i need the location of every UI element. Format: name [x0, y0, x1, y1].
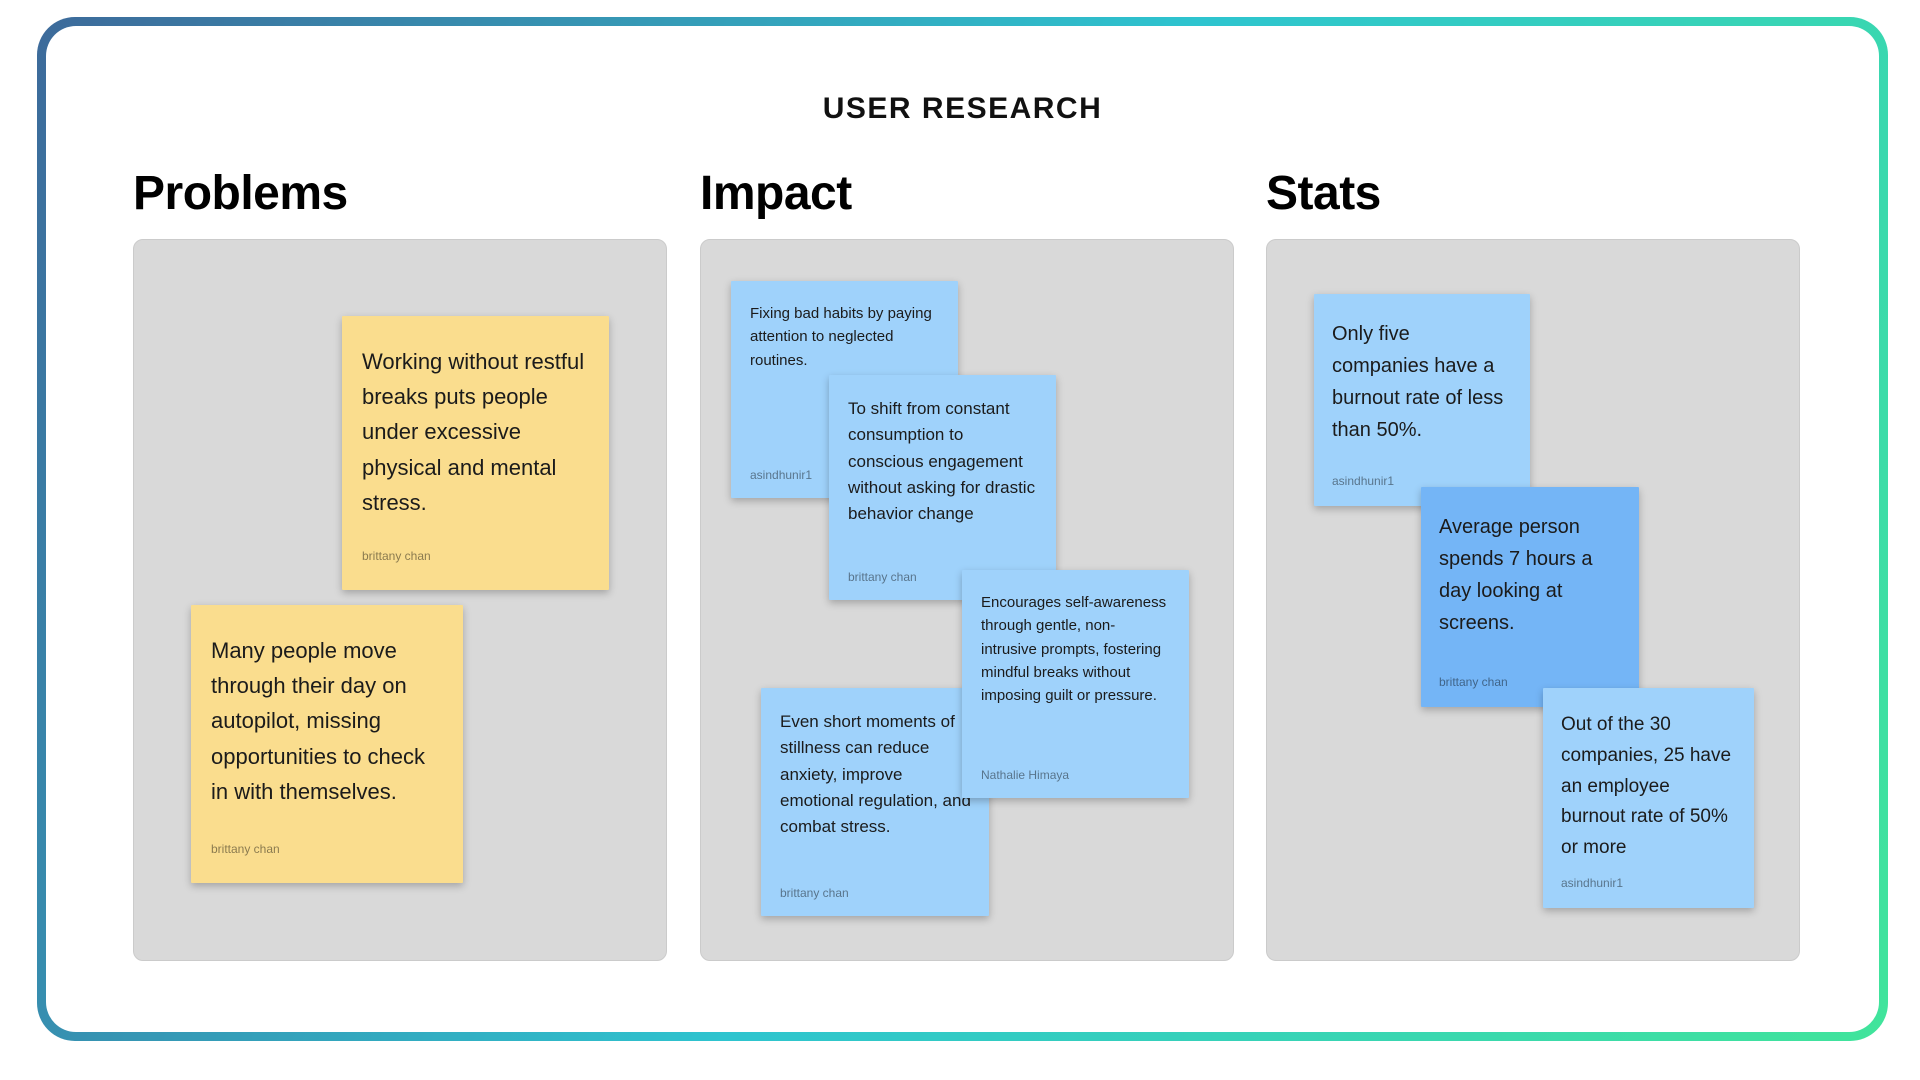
- note-author: brittany chan: [211, 841, 280, 856]
- sticky-note-problems-2[interactable]: Many people move through their day on au…: [191, 605, 463, 883]
- note-text: Average person spends 7 hours a day look…: [1439, 516, 1593, 634]
- note-text: Out of the 30 companies, 25 have an empl…: [1561, 714, 1732, 859]
- section-header-problems: Problems: [133, 167, 348, 220]
- note-text: Working without restful breaks puts peop…: [362, 349, 585, 515]
- sticky-note-problems-1[interactable]: Working without restful breaks puts peop…: [342, 316, 609, 590]
- sticky-note-impact-4[interactable]: Even short moments of stillness can redu…: [761, 688, 989, 916]
- note-author: brittany chan: [362, 548, 431, 563]
- note-text: Even short moments of stillness can redu…: [780, 712, 971, 837]
- note-text: Many people move through their day on au…: [211, 638, 426, 804]
- sticky-note-stats-2[interactable]: Average person spends 7 hours a day look…: [1421, 487, 1639, 707]
- note-author: Nathalie Himaya: [981, 768, 1070, 783]
- note-author: asindhunir1: [1332, 473, 1395, 488]
- note-author: asindhunir1: [750, 468, 813, 483]
- note-text: Fixing bad habits by paying attention to…: [750, 305, 932, 369]
- note-author: brittany chan: [780, 886, 849, 901]
- note-author: brittany chan: [1439, 674, 1508, 689]
- note-text: To shift from constant consumption to co…: [848, 399, 1036, 524]
- sticky-note-stats-3[interactable]: Out of the 30 companies, 25 have an empl…: [1543, 688, 1754, 908]
- sticky-note-stats-1[interactable]: Only five companies have a burnout rate …: [1314, 294, 1530, 506]
- note-text: Only five companies have a burnout rate …: [1332, 323, 1504, 441]
- sticky-note-impact-2[interactable]: To shift from constant consumption to co…: [829, 375, 1056, 600]
- section-header-impact: Impact: [700, 167, 852, 220]
- board-frame: USER RESEARCH Problems Impact Stats Work…: [37, 17, 1888, 1041]
- note-author: brittany chan: [848, 570, 917, 585]
- section-header-stats: Stats: [1266, 167, 1381, 220]
- note-text: Encourages self-awareness through gentle…: [981, 594, 1167, 704]
- sticky-note-impact-3[interactable]: Encourages self-awareness through gentle…: [962, 570, 1189, 798]
- note-author: asindhunir1: [1561, 875, 1624, 890]
- board-title: USER RESEARCH: [822, 92, 1103, 125]
- board-canvas: USER RESEARCH Problems Impact Stats Work…: [46, 26, 1879, 1032]
